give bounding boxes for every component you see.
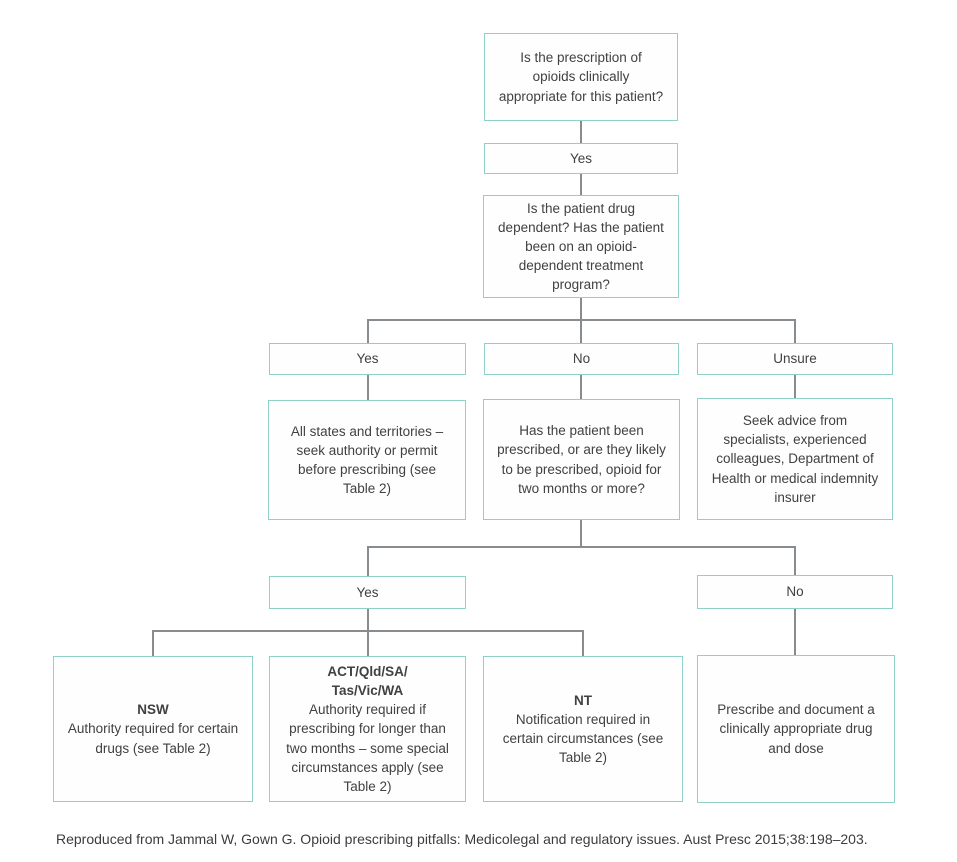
source-caption: Reproduced from Jammal W, Gown G. Opioid… [56,831,868,847]
connector-line [580,520,582,548]
connector-line [367,319,369,343]
node-answer-yes-top: Yes [484,143,678,174]
connector-line [367,375,369,400]
connector-line [794,375,796,398]
connector-line [580,298,582,321]
node-branch-unsure: Unsure [697,343,893,375]
node-text: Is the patient drug dependent? Has the p… [498,200,664,293]
connector-line [580,121,582,143]
connector-line [582,630,584,656]
node-question-clinically-appropriate: Is the prescription of opioids clinicall… [484,33,678,121]
connector-line [367,546,369,576]
node-answer-yes-lower: Yes [269,576,466,609]
node-title: NT [574,692,592,708]
connector-line [580,375,582,399]
connector-line [367,630,369,656]
connector-line [794,546,796,575]
connector-line [152,630,154,656]
node-act-qld-sa-tas-vic-wa-authority: ACT/Qld/SA/ Tas/Vic/WA Authority require… [269,656,466,802]
connector-line [794,609,796,655]
node-all-states-authority: All states and territories – seek author… [268,400,466,520]
node-text: Notification required in certain circums… [502,711,664,766]
node-text: No [572,351,591,367]
connector-line [367,546,796,548]
node-text: No [786,584,804,600]
node-text: Authority required if prescribing for lo… [286,702,449,794]
connector-line [580,319,582,343]
node-text: Is the prescription of opioids clinicall… [498,50,664,104]
node-title: ACT/Qld/SA/ Tas/Vic/WA [327,663,408,699]
node-text: Authority required for certain drugs (se… [67,721,239,756]
connector-line [367,609,369,632]
node-text: Unsure [773,351,817,367]
node-text: Prescribe and document a clinically appr… [717,702,875,756]
node-question-drug-dependent: Is the patient drug dependent? Has the p… [483,195,679,298]
node-text: Yes [356,584,379,600]
node-nsw-authority: NSW Authority required for certain drugs… [53,656,253,802]
node-text: Yes [356,351,379,367]
node-branch-no: No [484,343,679,375]
node-title: NSW [137,702,169,718]
node-seek-advice: Seek advice from specialists, experience… [697,398,893,520]
node-answer-no-lower: No [697,575,893,609]
node-text: Has the patient been prescribed, or are … [497,423,666,496]
connector-line [794,319,796,343]
node-nt-notification: NT Notification required in certain circ… [483,656,683,802]
node-branch-yes: Yes [269,343,466,375]
node-text: All states and territories – seek author… [290,423,444,497]
node-prescribe-and-document: Prescribe and document a clinically appr… [697,655,895,803]
connector-line [580,174,582,195]
node-question-two-months: Has the patient been prescribed, or are … [483,399,680,520]
node-text: Seek advice from specialists, experience… [711,413,879,505]
node-text: Yes [569,150,593,166]
